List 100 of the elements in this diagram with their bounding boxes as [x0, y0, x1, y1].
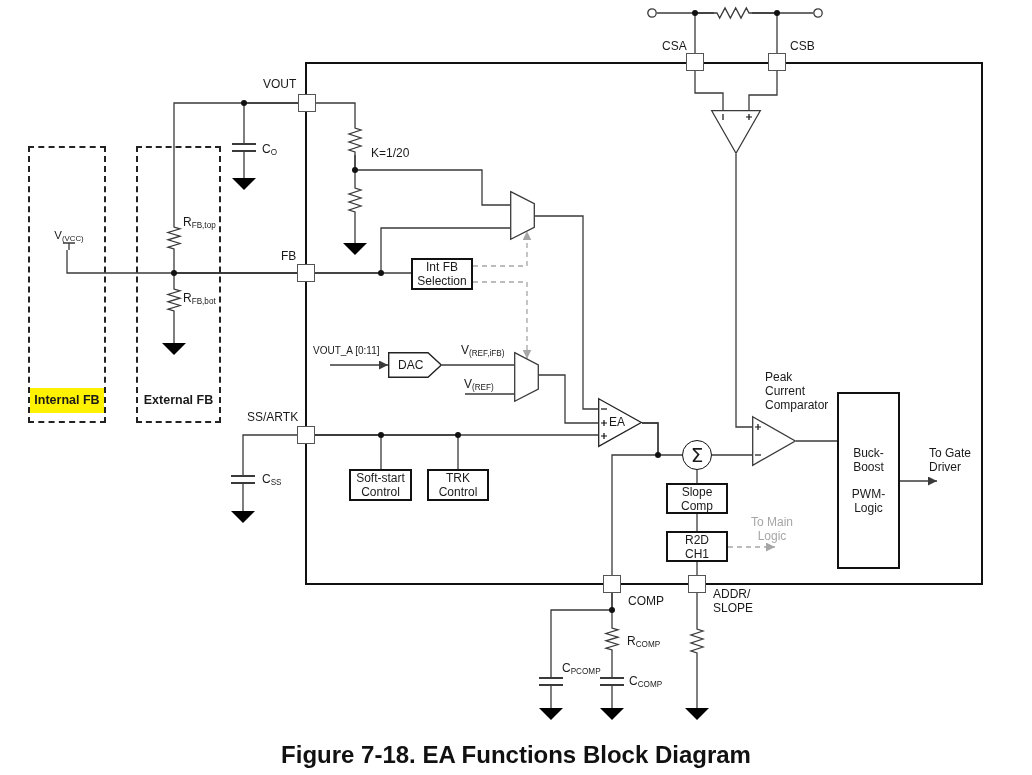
component-label: C$_{PCOMP}$ — [562, 661, 601, 675]
dac-block — [388, 352, 442, 378]
resistor-symbol — [348, 125, 362, 155]
ground-symbol — [231, 511, 255, 523]
pin-pad — [297, 264, 315, 282]
component-label: R$_{FB,top}$ — [183, 215, 216, 229]
wire — [751, 12, 778, 54]
resistor-symbol — [690, 626, 704, 656]
wire — [611, 422, 659, 576]
pin-label: FB — [281, 249, 297, 263]
block-label: Buck- Boost — [852, 446, 885, 474]
wire — [711, 454, 753, 456]
signal-arrow — [329, 360, 389, 370]
pin-label: CSB — [790, 39, 815, 53]
wire — [538, 374, 599, 424]
wire — [243, 151, 245, 179]
wire — [441, 364, 515, 366]
component-label: C$_{O}$ — [262, 142, 278, 156]
pin-label: ADDR/ SLOPE — [713, 587, 755, 615]
wire — [242, 483, 244, 512]
capacitor-symbol — [231, 475, 255, 484]
signal-arrow — [727, 542, 776, 552]
wire — [173, 102, 299, 225]
capacitor-symbol — [600, 677, 624, 686]
ground-symbol — [162, 343, 186, 355]
component-label: C$_{SS}$ — [262, 472, 282, 486]
component-label: Peak Current Comparator — [765, 370, 830, 412]
signal-arrow — [899, 476, 938, 486]
dashed-group-box — [136, 146, 221, 423]
signal-label: V$_{(REF)}$ — [464, 377, 494, 391]
pin-label: CSA — [662, 39, 687, 53]
function-block — [349, 469, 412, 501]
pin-pad — [768, 53, 786, 71]
signal-arrow — [472, 230, 532, 267]
sum-sign: Σ — [690, 444, 704, 466]
supply-terminal — [52, 228, 86, 250]
component-label: K=1/20 — [371, 146, 410, 160]
block-label: Soft-start Control — [355, 471, 406, 499]
capacitor-symbol — [232, 143, 256, 152]
wire — [534, 215, 599, 410]
wire — [611, 652, 613, 678]
ground-symbol — [685, 708, 709, 720]
resistor-symbol — [167, 224, 181, 252]
wire — [550, 592, 613, 678]
multiplexer-symbol — [514, 352, 539, 402]
wire — [354, 154, 511, 206]
wire — [314, 434, 459, 470]
wire — [173, 313, 175, 344]
wire — [696, 561, 698, 576]
block-label: DAC — [398, 358, 424, 372]
wire — [696, 469, 698, 484]
amplifier-label: EA — [609, 415, 625, 429]
multiplexer-symbol — [510, 191, 535, 240]
amplifier-symbol — [598, 398, 642, 447]
wire — [315, 102, 356, 126]
ground-symbol — [600, 708, 624, 720]
wire — [696, 513, 698, 532]
function-block — [666, 531, 728, 562]
wire — [694, 12, 715, 54]
signal-arrow — [472, 281, 532, 360]
pin-label: SS/ARTK — [247, 410, 299, 424]
group-label: Internal FB — [30, 388, 104, 413]
summing-junction — [682, 440, 712, 470]
terminal-circle — [647, 8, 657, 18]
pin-pad — [298, 94, 316, 112]
signal-label: V$_{(REF,iFB)}$ — [461, 343, 505, 357]
wire — [550, 685, 552, 709]
wire — [354, 214, 356, 244]
wire — [694, 70, 724, 111]
wire — [464, 393, 515, 395]
block-label: TRK Control — [437, 471, 479, 499]
wire — [696, 655, 698, 709]
amplifier-symbol — [711, 110, 761, 154]
dashed-group-box — [28, 146, 106, 423]
block-label: R2D CH1 — [684, 532, 710, 561]
ic-outline — [305, 62, 983, 585]
capacitor-symbol — [539, 677, 563, 686]
signal-label: VOUT_A [0:11] — [313, 344, 380, 358]
block-label: PWM- Logic — [850, 487, 887, 515]
component-label: R$_{COMP}$ — [627, 634, 661, 648]
wire — [242, 434, 298, 476]
component-label: R$_{FB,bot}$ — [183, 291, 216, 305]
wire — [173, 272, 298, 287]
comparator-symbol — [752, 416, 796, 466]
wire — [314, 227, 511, 274]
pin-pad — [688, 575, 706, 593]
wire — [611, 685, 613, 709]
resistor-symbol — [605, 625, 619, 653]
function-block — [427, 469, 489, 501]
pin-label: COMP — [628, 594, 664, 608]
terminal-circle — [813, 8, 823, 18]
wire — [696, 592, 698, 627]
wire — [748, 70, 778, 111]
signal-label: To Main Logic — [748, 515, 796, 543]
wire — [735, 153, 753, 428]
ground-symbol — [232, 178, 256, 190]
figure-caption: Figure 7-18. EA Functions Block Diagram — [281, 741, 751, 769]
block-label: Slope Comp — [680, 484, 714, 513]
pin-pad — [297, 426, 315, 444]
pin-label: VOUT — [263, 77, 297, 91]
